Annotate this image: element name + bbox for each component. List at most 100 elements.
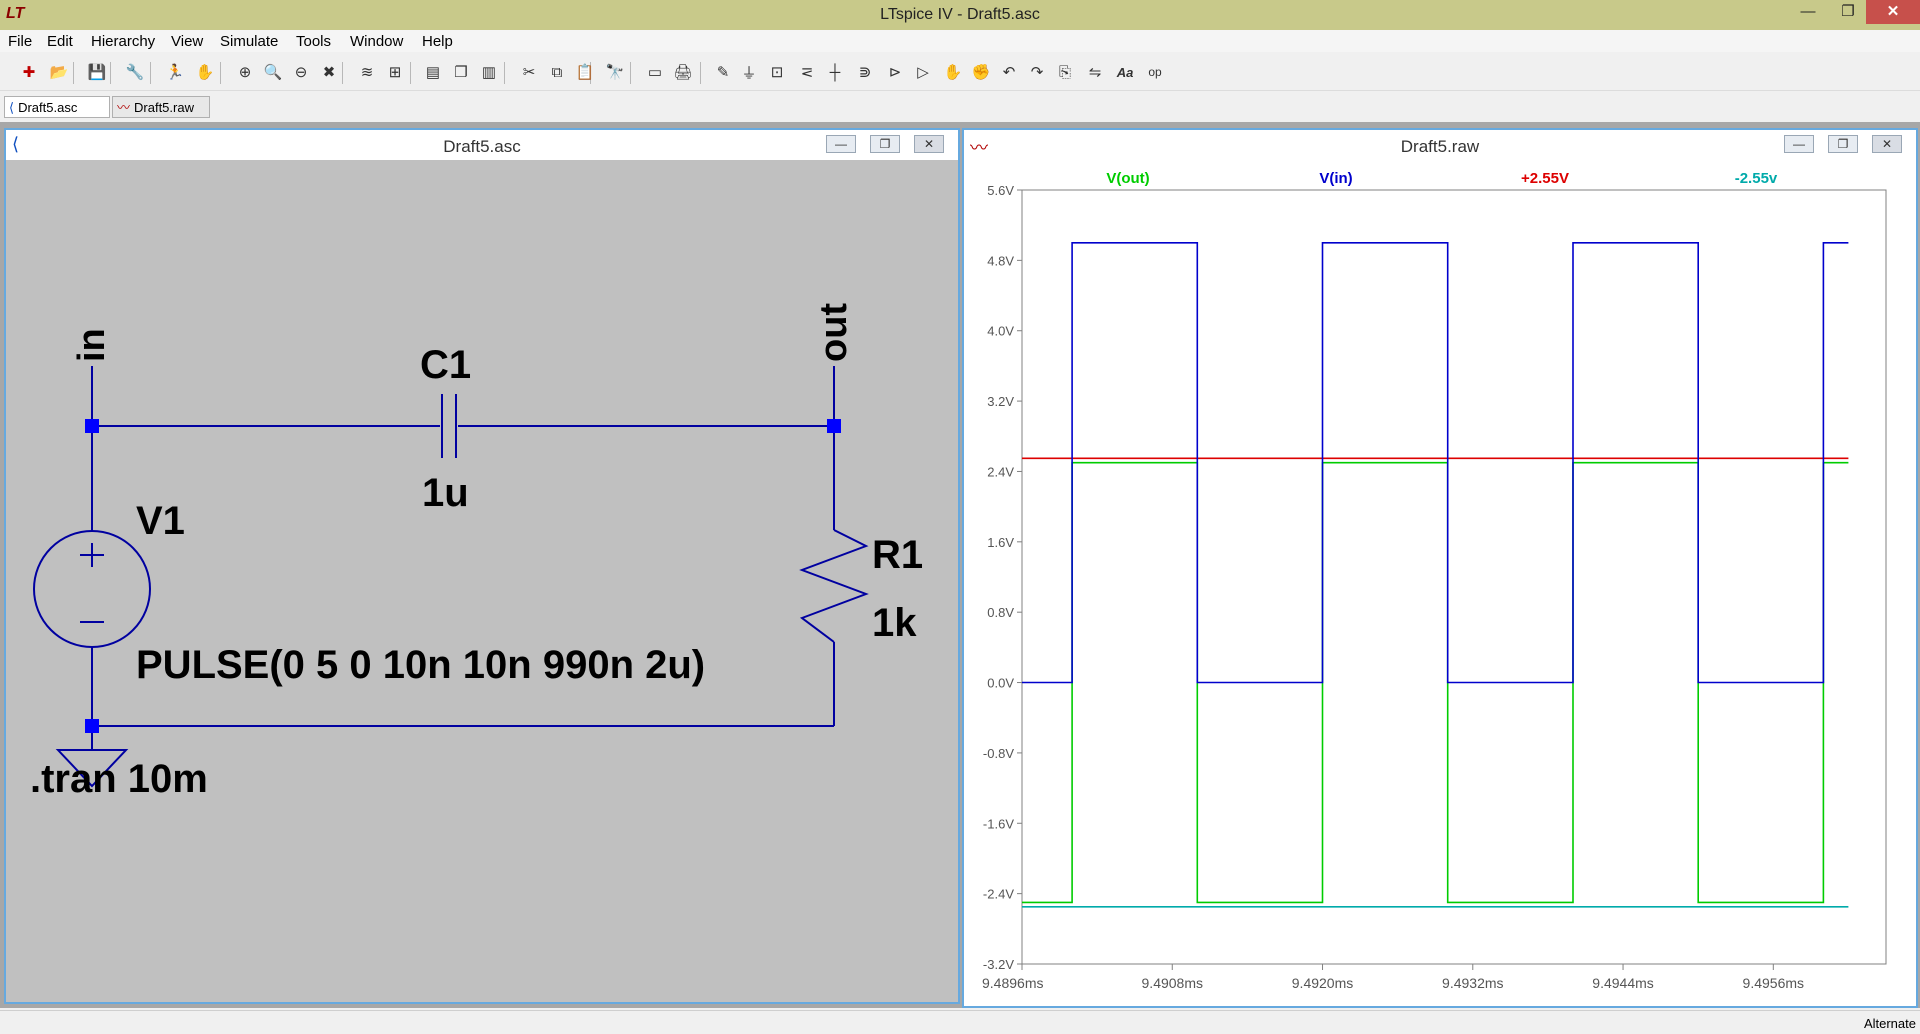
- schematic-canvas[interactable]: in out C1 1u V1 PULSE(0 5 0 10n 10n 990n…: [12, 166, 950, 994]
- child-close-button[interactable]: ✕: [914, 135, 944, 153]
- maximize-button[interactable]: ❐: [1841, 3, 1855, 20]
- v1-value[interactable]: PULSE(0 5 0 10n 10n 990n 2u): [136, 643, 705, 687]
- print-preview-icon[interactable]: ▭: [647, 64, 663, 81]
- x-tick-label: 9.4932ms: [1442, 975, 1503, 991]
- series-line-v-in-: [1022, 242, 1849, 684]
- capacitor-icon[interactable]: ┼: [829, 63, 841, 81]
- toolbar-separator: [504, 62, 505, 84]
- inductor-icon[interactable]: ⋑: [858, 64, 872, 81]
- junction-ground: [85, 719, 99, 733]
- toolbar-separator: [73, 62, 74, 84]
- paste-icon[interactable]: 📋: [575, 64, 595, 81]
- menu-bar: File Edit Hierarchy View Simulate Tools …: [0, 30, 1920, 52]
- copy-icon[interactable]: ⧉: [551, 63, 563, 81]
- net-label-in[interactable]: in: [71, 328, 113, 362]
- child-close-button[interactable]: ✕: [1872, 135, 1902, 153]
- trace-label[interactable]: +2.55V: [1521, 170, 1569, 187]
- r1-value[interactable]: 1k: [872, 601, 917, 645]
- tab-label: Draft5.asc: [18, 100, 78, 115]
- zoom-out-icon[interactable]: ⊖: [294, 64, 308, 81]
- x-tick-label: 9.4920ms: [1292, 975, 1353, 991]
- toolbar-separator: [410, 62, 411, 84]
- menu-tools[interactable]: Tools: [296, 33, 332, 50]
- resistor-icon[interactable]: ⋜: [800, 64, 814, 81]
- y-tick-label: 0.0V: [987, 676, 1014, 691]
- open-icon[interactable]: 📂: [49, 64, 69, 81]
- menu-simulate[interactable]: Simulate: [220, 33, 279, 50]
- control-panel-icon[interactable]: 🔧: [125, 64, 145, 81]
- menu-view[interactable]: View: [171, 33, 204, 50]
- zoom-in-icon[interactable]: ⊕: [238, 64, 252, 81]
- mirror-icon[interactable]: ⇋: [1088, 64, 1102, 81]
- minimize-button[interactable]: —: [1800, 3, 1816, 20]
- print-icon[interactable]: 🖨: [673, 64, 693, 81]
- menu-file[interactable]: File: [8, 33, 33, 50]
- child-restore-button[interactable]: ❐: [870, 135, 900, 153]
- trace-label[interactable]: V(out): [1106, 170, 1149, 187]
- cascade-icon[interactable]: ❐: [454, 64, 468, 81]
- halt-icon[interactable]: ✋: [195, 64, 215, 81]
- drag-icon[interactable]: ✊: [971, 64, 991, 81]
- close-button[interactable]: ✕: [1866, 0, 1920, 24]
- child-minimize-button[interactable]: —: [826, 135, 856, 153]
- text-icon[interactable]: Aa: [1116, 64, 1134, 80]
- y-tick-label: 1.6V: [987, 535, 1014, 550]
- menu-edit[interactable]: Edit: [47, 33, 73, 50]
- menu-help[interactable]: Help: [422, 33, 453, 50]
- tab-draft5-raw[interactable]: 〰Draft5.raw: [112, 96, 210, 118]
- autorange-icon[interactable]: ≋: [360, 64, 374, 81]
- v1-name[interactable]: V1: [136, 499, 185, 543]
- run-icon[interactable]: 🏃: [165, 64, 185, 81]
- window-title: LTspice IV - Draft5.asc: [880, 6, 1040, 23]
- diode-icon[interactable]: ⊳: [888, 64, 902, 81]
- move-icon[interactable]: ✋: [943, 64, 963, 81]
- tile-vertical-icon[interactable]: ▥: [481, 64, 497, 81]
- x-tick-label: 9.4908ms: [1142, 975, 1203, 991]
- child-restore-button[interactable]: ❐: [1828, 135, 1858, 153]
- trace-label[interactable]: -2.55v: [1735, 170, 1778, 187]
- label-net-icon[interactable]: ⊡: [770, 64, 784, 81]
- y-tick-label: -2.4V: [983, 887, 1014, 902]
- plot-settings-icon[interactable]: ⊞: [388, 64, 402, 81]
- title-bar: LT LTspice IV - Draft5.asc — ❐ ✕: [0, 0, 1920, 30]
- component-icon[interactable]: ▷: [917, 64, 929, 81]
- y-tick-label: 4.8V: [987, 253, 1014, 268]
- document-tabs: ⟨Draft5.asc 〰Draft5.raw: [0, 94, 1920, 120]
- status-bar: Alternate: [0, 1010, 1920, 1034]
- menu-window[interactable]: Window: [350, 33, 404, 50]
- schematic-icon: ⟨: [12, 134, 20, 154]
- c1-name[interactable]: C1: [420, 343, 471, 387]
- menu-hierarchy[interactable]: Hierarchy: [91, 33, 156, 50]
- tab-draft5-asc[interactable]: ⟨Draft5.asc: [4, 96, 110, 118]
- cut-icon[interactable]: ✂: [522, 64, 536, 81]
- net-label-out[interactable]: out: [813, 303, 855, 362]
- child-minimize-button[interactable]: —: [1784, 135, 1814, 153]
- zoom-cancel-icon[interactable]: ✖: [322, 64, 336, 81]
- draw-wire-icon[interactable]: ✎: [716, 64, 730, 81]
- voltage-source-symbol: [33, 530, 151, 648]
- r1-name[interactable]: R1: [872, 533, 923, 577]
- schematic-window-title: Draft5.asc: [443, 137, 521, 156]
- redo-icon[interactable]: ↷: [1030, 64, 1044, 81]
- waveform-window-titlebar[interactable]: 〰 Draft5.raw — ❐ ✕: [964, 130, 1916, 160]
- save-icon[interactable]: 💾: [87, 64, 107, 81]
- schematic-window-titlebar[interactable]: ⟨ Draft5.asc — ❐ ✕: [6, 130, 958, 160]
- x-tick-label: 9.4944ms: [1592, 975, 1653, 991]
- rotate-icon[interactable]: ⎘: [1058, 63, 1071, 81]
- trace-label[interactable]: V(in): [1319, 170, 1352, 187]
- y-tick-label: 4.0V: [987, 324, 1014, 339]
- find-icon[interactable]: 🔭: [605, 64, 625, 81]
- ltspice-logo-icon: LT: [6, 5, 25, 22]
- spice-directive[interactable]: .tran 10m: [30, 757, 208, 801]
- tile-horizontal-icon[interactable]: ▤: [425, 64, 441, 81]
- c1-value[interactable]: 1u: [422, 471, 469, 515]
- junction-out: [827, 419, 841, 433]
- undo-icon[interactable]: ↶: [1002, 64, 1016, 81]
- zoom-full-icon[interactable]: 🔍: [263, 64, 283, 81]
- new-schematic-icon[interactable]: ✚: [22, 64, 36, 81]
- spice-directive-icon[interactable]: op: [1148, 65, 1162, 79]
- ground-icon[interactable]: ⏚: [741, 64, 757, 82]
- resistor-symbol: [799, 529, 869, 643]
